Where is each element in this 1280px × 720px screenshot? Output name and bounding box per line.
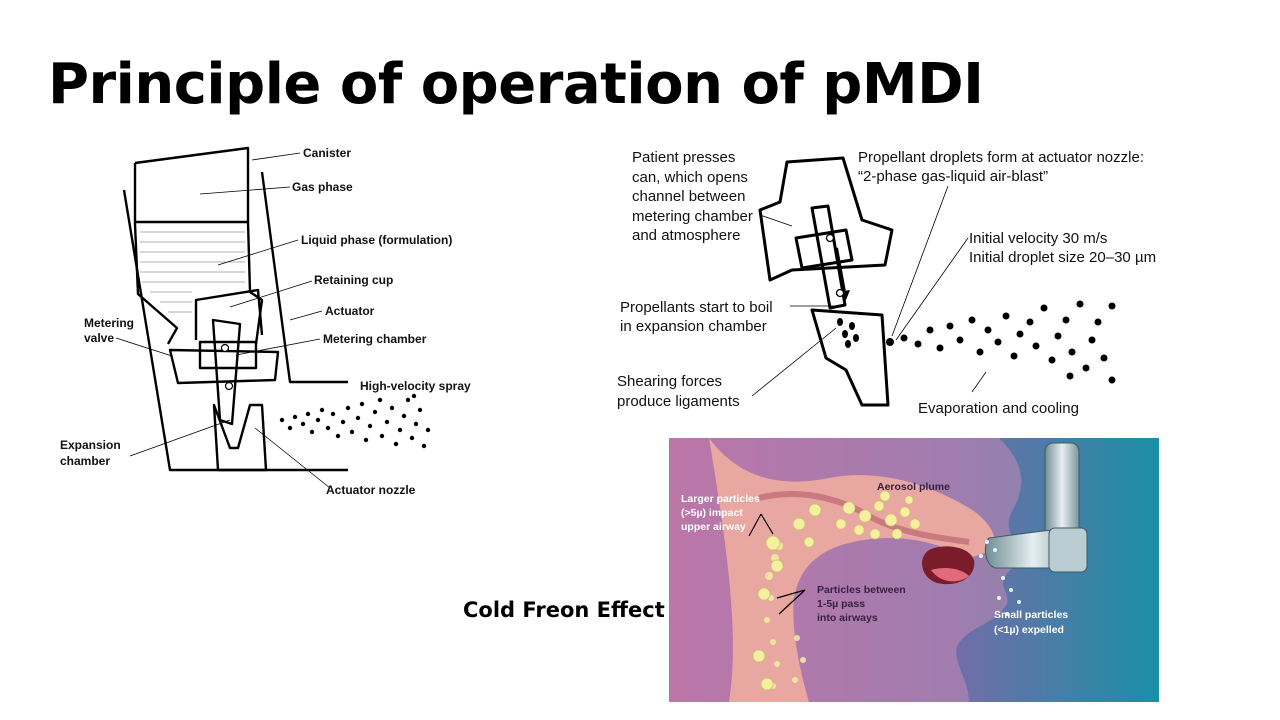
label-patient-presses-2: can, which opens — [632, 169, 748, 186]
slide-title: Principle of operation of pMDI — [48, 52, 984, 117]
schematic-drawing — [122, 146, 348, 472]
label-evaporation: Evaporation and cooling — [918, 400, 1079, 417]
expansion-chamber — [810, 308, 890, 407]
label-metering-chamber: Metering chamber — [323, 332, 427, 346]
label-particles-between-2: 1-5µ pass — [817, 598, 865, 610]
leader-lines — [115, 152, 331, 489]
label-patient-presses-4: metering chamber — [632, 208, 753, 225]
label-small-particles-1: Small particles — [994, 609, 1068, 621]
label-liquid-phase: Liquid phase (formulation) — [301, 233, 452, 247]
label-larger-particles-2: (>5µ) impact — [681, 507, 743, 519]
label-patient-presses-3: channel between — [632, 188, 745, 205]
illustration-pointers — [748, 513, 806, 615]
label-larger-particles-1: Larger particles — [681, 493, 760, 505]
label-initial-velocity: Initial velocity 30 m/s — [969, 230, 1107, 247]
liquid-formulation — [140, 231, 245, 313]
label-retaining-cup: Retaining cup — [314, 273, 393, 287]
metering-chamber — [794, 228, 854, 270]
label-small-particles-2: (<1µ) expelled — [994, 624, 1064, 636]
metering-valve — [168, 348, 280, 385]
pmdi-schematic-diagram: Canister Gas phase Liquid phase (formula… — [60, 146, 471, 497]
small-particles — [979, 540, 1021, 616]
valve-stem — [810, 204, 847, 310]
actuator-nozzle-block — [212, 403, 268, 472]
spray-droplets — [279, 393, 431, 449]
label-droplets-form-2: “2-phase gas-liquid air-blast” — [858, 168, 1048, 185]
label-high-velocity-spray: High-velocity spray — [360, 379, 471, 393]
aerosol-formation-diagram: Patient presses can, which opens channel… — [617, 149, 1156, 417]
label-metering-valve-2: valve — [84, 331, 114, 345]
boiling-bubbles — [837, 318, 859, 348]
label-actuator-nozzle: Actuator nozzle — [326, 483, 416, 497]
label-gas-phase: Gas phase — [292, 180, 353, 194]
label-shearing-2: produce ligaments — [617, 393, 740, 410]
large-particles — [752, 503, 822, 691]
label-metering-valve-1: Metering — [84, 316, 134, 330]
retaining-cup — [194, 288, 264, 340]
valve-stem — [211, 318, 242, 426]
label-canister: Canister — [303, 146, 351, 160]
canister-outline — [134, 146, 264, 345]
label-boil-2: in expansion chamber — [620, 318, 767, 335]
label-aerosol-plume: Aerosol plume — [877, 481, 950, 493]
label-expansion-chamber-1: Expansion — [60, 438, 121, 452]
leader-lines — [751, 185, 987, 397]
label-patient-presses-1: Patient presses — [632, 149, 735, 166]
airway-deposition-illustration: Aerosol plume Larger particles (>5µ) imp… — [669, 438, 1159, 702]
oral-tissue — [709, 438, 996, 702]
evaporating-droplets — [886, 300, 1116, 384]
actuator-outer — [122, 189, 348, 472]
label-droplets-form-1: Propellant droplets form at actuator noz… — [858, 149, 1144, 166]
label-shearing-1: Shearing forces — [617, 373, 722, 390]
metering-chamber — [198, 340, 258, 370]
label-initial-droplet-size: Initial droplet size 20–30 µm — [969, 249, 1156, 266]
aerosol-plume — [835, 490, 921, 540]
inhaler-drawing — [758, 156, 894, 407]
label-expansion-chamber-2: chamber — [60, 454, 110, 468]
label-actuator: Actuator — [325, 304, 375, 318]
label-larger-particles-3: upper airway — [681, 521, 746, 533]
label-particles-between-3: into airways — [817, 612, 878, 624]
cold-freon-caption: Cold Freon Effect — [463, 598, 665, 622]
label-particles-between-1: Particles between — [817, 584, 906, 596]
label-patient-presses-5: and atmosphere — [632, 227, 740, 244]
label-boil-1: Propellants start to boil — [620, 299, 773, 316]
